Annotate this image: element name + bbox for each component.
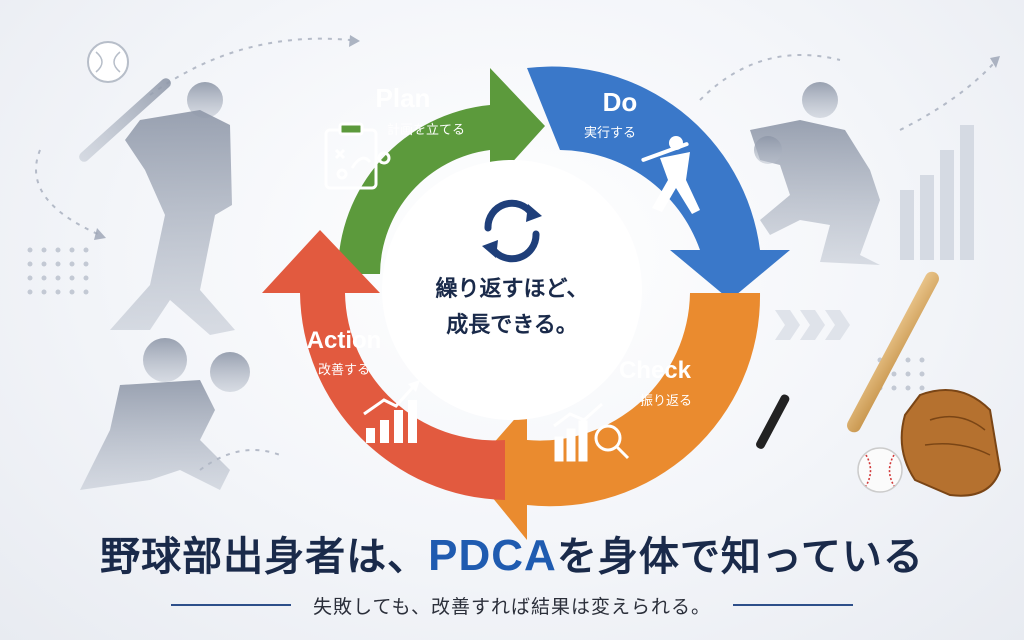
stage-do-arrow[interactable]	[527, 66, 790, 301]
stage-plan-arrow[interactable]	[262, 68, 545, 274]
headline-before: 野球部出身者は、	[100, 534, 429, 580]
wooden-bat-icon	[847, 271, 939, 433]
chart-magnifier-icon	[553, 402, 630, 462]
pitcher-silhouette	[750, 82, 880, 265]
headline-accent: PDCA	[428, 531, 557, 580]
catcher-silhouette	[80, 338, 250, 490]
background-chevrons	[775, 310, 850, 340]
stage-do-title: Do	[603, 87, 638, 117]
background-bar-chart	[900, 125, 974, 260]
refresh-cycle-icon	[484, 199, 540, 263]
stage-action-title: Action	[307, 327, 382, 354]
bat-ball-glove-illustration	[756, 271, 1002, 497]
stage-do-subtitle: 実行する	[584, 125, 636, 141]
stage-action-subtitle: 改善する	[318, 362, 370, 378]
subline-text: 失敗しても、改善すれば結果は変えられる。	[313, 595, 711, 618]
stage-plan-subtitle: 計画を立てる	[387, 122, 465, 138]
batter-swing-icon	[641, 136, 700, 214]
cycle-center	[382, 160, 642, 420]
headline-after: を身体で知っている	[556, 534, 924, 580]
rising-bar-chart-icon	[363, 380, 420, 443]
background-dot-grid	[27, 247, 925, 391]
baseball-glove-icon	[900, 389, 1002, 497]
baseball-icon	[87, 41, 129, 83]
subline-right-rule	[732, 604, 853, 606]
clipboard-strategy-icon	[324, 122, 391, 190]
stage-check-subtitle: 振り返る	[640, 394, 692, 409]
headline: 野球部出身者は、PDCAを身体で知っている	[0, 524, 1024, 582]
stage-check-title: Check	[619, 357, 692, 384]
stage-action-arrow[interactable]	[262, 230, 505, 500]
background-dashed-arrows	[35, 37, 996, 471]
subline: 失敗しても、改善すれば結果は変えられる。	[0, 590, 1024, 620]
batter-silhouette	[79, 41, 235, 335]
cycle-center-line2: 成長できる。	[446, 313, 578, 338]
subline-left-rule	[171, 604, 292, 606]
pdca-cycle: 繰り返すほど、 成長できる。 Plan 計画を立てる Do 実行する Check…	[262, 66, 790, 540]
bat-shape	[79, 78, 171, 162]
cycle-center-line1: 繰り返すほど、	[436, 276, 589, 302]
stage-check-arrow[interactable]	[470, 293, 761, 540]
background-arrowheads	[94, 35, 1000, 240]
baseball-icon	[857, 447, 903, 493]
stage-plan-title: Plan	[376, 83, 431, 113]
